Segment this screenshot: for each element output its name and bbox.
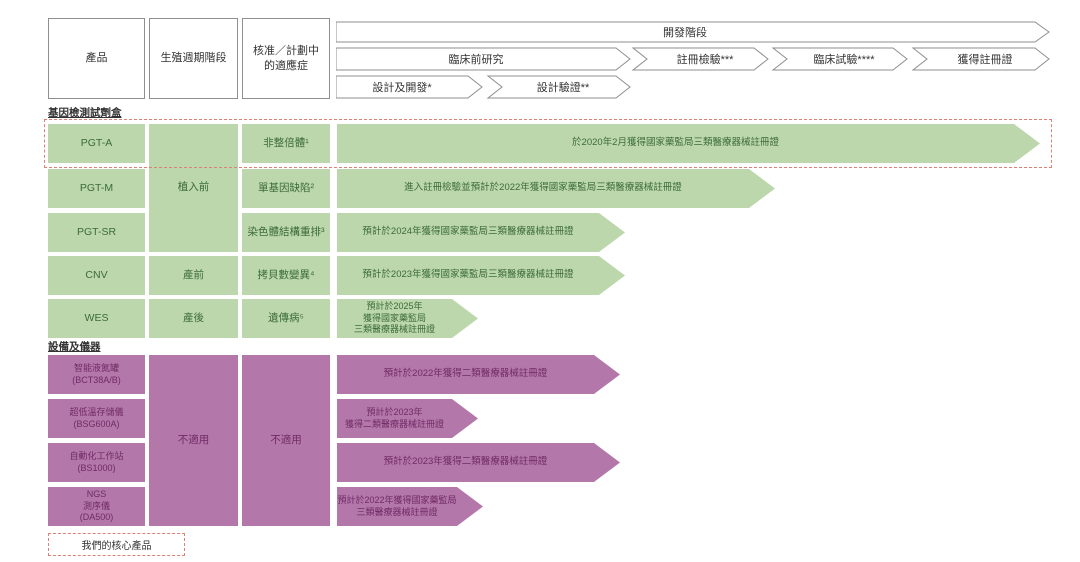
header-product: 產品 bbox=[48, 18, 145, 99]
section-label-kits: 基因檢測試劑盒 bbox=[48, 107, 122, 119]
product-cell: PGT-A bbox=[48, 124, 145, 163]
design-development-label: 設計及開發* bbox=[372, 80, 432, 94]
design-verification-label: 設計驗證** bbox=[537, 80, 590, 94]
design-development-arrow bbox=[336, 75, 483, 99]
progress-arrow: 進入註冊檢驗並預計於2022年獲得國家藥監局三類醫療器械註冊證 bbox=[337, 169, 775, 208]
indication-cell: 染色體結構重排³ bbox=[242, 213, 330, 252]
progress-arrow: 於2020年2月獲得國家藥監局三類醫療器械註冊證 bbox=[337, 124, 1040, 163]
progress-arrow: 預計於2023年獲得二類醫療器械註冊證 bbox=[337, 443, 620, 482]
progress-arrow: 預計於2023年 獲得二類醫療器械註冊證 bbox=[337, 399, 478, 438]
registration-testing-label: 註冊檢驗*** bbox=[677, 52, 735, 66]
development-stage-arrows: 開發階段 臨床前研究 註冊檢驗*** 臨床試驗**** 獲得註冊證 設計及開發*… bbox=[336, 21, 1050, 99]
cycle-cell-prenatal: 產前 bbox=[149, 256, 238, 295]
registration-cert-arrow bbox=[911, 47, 1050, 71]
preclinical-arrow bbox=[336, 47, 631, 71]
indication-cell: 非整倍體¹ bbox=[242, 124, 330, 163]
progress-arrow: 預計於2025年 獲得國家藥監局 三類醫療器械註冊證 bbox=[337, 299, 478, 338]
progress-arrow: 預計於2022年獲得二類醫療器械註冊證 bbox=[337, 355, 620, 394]
clinical-trial-label: 臨床試驗**** bbox=[813, 52, 875, 66]
legend-core-products: 我們的核心產品 bbox=[48, 533, 185, 556]
indication-cell-na: 不適用 bbox=[242, 355, 330, 526]
progress-arrow: 預計於2024年獲得國家藥監局三類醫療器械註冊證 bbox=[337, 213, 625, 252]
product-cell: WES bbox=[48, 299, 145, 338]
progress-arrow: 預計於2022年獲得國家藥監局 三類醫療器械註冊證 bbox=[337, 487, 483, 526]
design-verification-arrow bbox=[486, 75, 631, 99]
product-cell: 自動化工作站 (BS1000) bbox=[48, 443, 145, 482]
registration-cert-label: 獲得註冊證 bbox=[958, 52, 1013, 66]
product-cell: PGT-M bbox=[48, 169, 145, 208]
dev-stage-label: 開發階段 bbox=[663, 25, 707, 39]
header-indication: 核准／計劃中 的適應症 bbox=[242, 18, 330, 99]
header-cycle-stage: 生殖週期階段 bbox=[149, 18, 238, 99]
cycle-cell-pre-implantation: 植入前 bbox=[149, 124, 238, 252]
registration-testing-arrow bbox=[631, 47, 769, 71]
product-cell: PGT-SR bbox=[48, 213, 145, 252]
product-cell: CNV bbox=[48, 256, 145, 295]
indication-cell: 單基因缺陷² bbox=[242, 169, 330, 208]
section-label-devices: 設備及儀器 bbox=[48, 341, 101, 353]
product-cell: 智能液氮罐 (BCT38A/B) bbox=[48, 355, 145, 394]
cycle-cell-postnatal: 產後 bbox=[149, 299, 238, 338]
product-cell: NGS 測序儀 (DA500) bbox=[48, 487, 145, 526]
indication-cell: 遺傳病⁵ bbox=[242, 299, 330, 338]
preclinical-label: 臨床前研究 bbox=[449, 52, 504, 66]
progress-arrow: 預計於2023年獲得國家藥監局三類醫療器械註冊證 bbox=[337, 256, 625, 295]
product-cell: 超低溫存儲儀 (BSG600A) bbox=[48, 399, 145, 438]
clinical-trial-arrow bbox=[771, 47, 908, 71]
indication-cell: 拷貝數變異⁴ bbox=[242, 256, 330, 295]
dev-stage-arrow bbox=[336, 21, 1050, 43]
cycle-cell-na: 不適用 bbox=[149, 355, 238, 526]
